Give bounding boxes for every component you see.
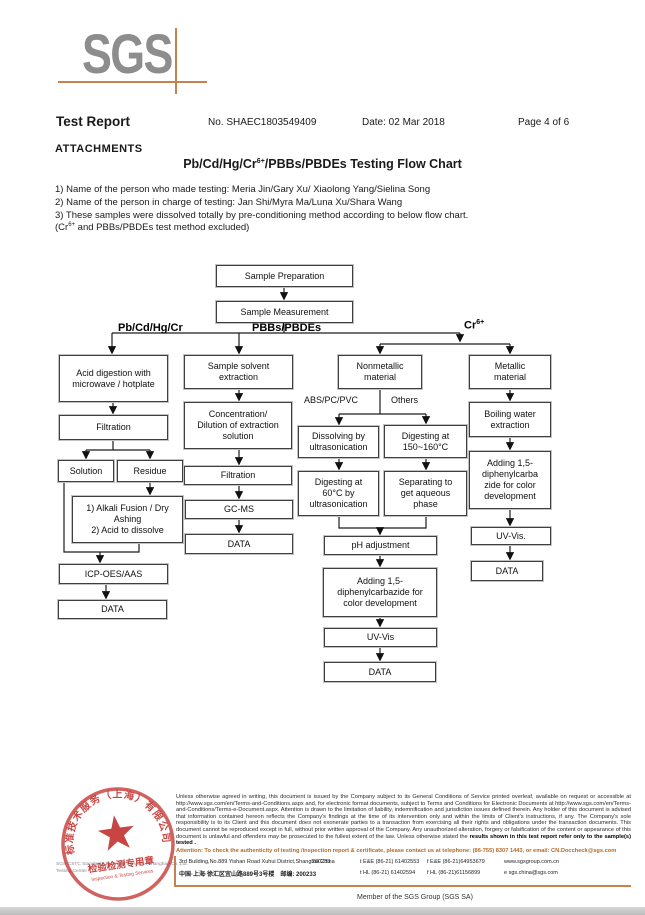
note-1: 1) Name of the person who made testing: …: [55, 184, 431, 195]
stamp-star-icon: [97, 815, 134, 851]
report-number: No. SHAEC1803549409: [208, 117, 317, 128]
email: e sgs.china@sgs.com: [504, 870, 558, 876]
cr-label-text: Cr: [464, 319, 477, 332]
node-sample-preparation: Sample Preparation: [216, 265, 353, 287]
node-filtration-left: Filtration: [59, 415, 168, 440]
label-abs-pc-pvc: ABS/PC/PVC: [304, 395, 359, 405]
node-data-mid2: DATA: [324, 662, 436, 682]
node-solution: Solution: [58, 460, 114, 482]
node-residue: Residue: [117, 460, 183, 482]
page-bottom-strip: [0, 907, 645, 915]
report-date: Date: 02 Mar 2018: [362, 117, 445, 128]
logo-horizontal-rule: [58, 81, 207, 83]
node-adding-diphenylcarbazide-right: Adding 1,5- diphenylcarba zide for color…: [469, 451, 551, 509]
note-3: 3) These samples were dissolved totally …: [55, 210, 469, 221]
node-uv-vis-right: UV-Vis.: [471, 527, 551, 545]
flow-chart-title: Pb/Cd/Hg/Cr6+/PBBs/PBDEs Testing Flow Ch…: [0, 157, 645, 171]
node-ph-adjustment: pH adjustment: [324, 536, 437, 555]
node-separating-aqueous-phase: Separating to get aqueous phase: [384, 471, 467, 516]
branch-label-pb-cd-hg-cr: Pb/Cd/Hg/Cr: [118, 322, 183, 334]
disclaimer-text: Unless otherwise agreed in writing, this…: [176, 794, 631, 847]
branch-label-pbbs-pbdes: PBBs/PBDEs: [252, 322, 322, 334]
node-metallic-material: Metallic material: [469, 355, 551, 389]
node-concentration-dilution: Concentration/ Dilution of extraction so…: [184, 402, 292, 449]
note-4: (Cr6+ and PBBs/PBDEs test method exclude…: [55, 222, 249, 233]
testing-flow-chart: Pb/Cd/Hg/Cr PBBs/PBDEs Cr6+ ABS/PC/PVC O…: [40, 260, 610, 700]
cr-label-superscript: 6+: [476, 319, 485, 326]
branch-label-cr6: Cr6+: [464, 319, 484, 332]
node-data-mid: DATA: [185, 534, 293, 554]
note4-part1: (Cr: [55, 222, 69, 234]
telephone-1: t E&E (86-21) 61402553: [360, 859, 420, 865]
node-data-right: DATA: [471, 561, 543, 581]
node-nonmetallic-material: Nonmetallic material: [338, 355, 422, 389]
node-digesting-150-160: Digesting at 150~160°C: [384, 425, 467, 458]
node-data-left: DATA: [58, 600, 167, 619]
node-uv-vis-mid: UV-Vis: [324, 628, 437, 647]
node-filtration-mid: Filtration: [184, 466, 292, 485]
node-boiling-water-extraction: Boiling water extraction: [469, 402, 551, 437]
footer-vertical-rule: [174, 856, 176, 885]
note-2: 2) Name of the person in charge of testi…: [55, 197, 403, 208]
flowchart-connectors: [63, 287, 515, 662]
node-sample-measurement: Sample Measurement: [216, 301, 353, 323]
attention-line: Attention: To check the authenticity of …: [176, 848, 617, 854]
note4-part2: and PBBs/PBDEs test method excluded): [75, 222, 250, 234]
telephone-2: t HL (86-21) 61402594: [360, 870, 416, 876]
node-acid-digestion: Acid digestion with microwave / hotplate: [59, 355, 168, 402]
address-english: 3rd Building,No.889 Yishan Road Xuhui Di…: [179, 859, 335, 865]
fax-1: f E&E (86-21)64953679: [427, 859, 485, 865]
fax-2: f HL (86-21)61156899: [427, 870, 481, 876]
page-indicator: Page 4 of 6: [518, 117, 570, 128]
doc-title: Test Report: [56, 114, 131, 129]
attachments-heading: ATTACHMENTS: [55, 143, 143, 155]
member-line: Member of the SGS Group (SGS SA): [357, 894, 473, 901]
node-icp-oes-aas: ICP-OES/AAS: [59, 564, 168, 584]
footer-horizontal-rule: [174, 885, 631, 887]
node-dissolving-ultrasonication: Dissolving by ultrasonication: [298, 426, 379, 458]
disclaimer-body: Unless otherwise agreed in writing, this…: [176, 794, 631, 840]
node-adding-diphenylcarbazide-mid: Adding 1,5- diphenylcarbazide for color …: [323, 568, 437, 617]
company-line1: SGS-CSTC Standards Technical Services (S…: [56, 862, 188, 867]
note4-superscript: 6+: [68, 222, 76, 228]
address-chinese: 中国·上海·徐汇区宜山路889号3号楼 邮编: 200233: [179, 872, 317, 878]
title-part2: /PBBs/PBDEs Testing Flow Chart: [264, 157, 462, 171]
disclaimer-bold-tail: results shown in this test report refer …: [176, 833, 631, 847]
red-company-stamp: 标准技术服务（上海）有限公司 检验检测专用章 Inspection & Test…: [56, 780, 175, 901]
label-others: Others: [391, 395, 419, 405]
node-digesting-60-ultrasonication: Digesting at 60°C by ultrasonication: [298, 471, 379, 516]
node-alkali-fusion: 1) Alkali Fusion / Dry Ashing 2) Acid to…: [72, 496, 183, 543]
postcode: 200233: [312, 859, 331, 865]
logo-vertical-rule: [175, 28, 177, 94]
title-superscript: 6+: [256, 157, 265, 165]
node-gc-ms: GC-MS: [185, 500, 293, 519]
website: www.sgsgroup.com.cn: [504, 859, 560, 865]
sgs-logo: SGS: [82, 22, 173, 85]
title-part1: Pb/Cd/Hg/Cr: [183, 157, 257, 171]
node-sample-solvent-extraction: Sample solvent extraction: [184, 355, 293, 389]
